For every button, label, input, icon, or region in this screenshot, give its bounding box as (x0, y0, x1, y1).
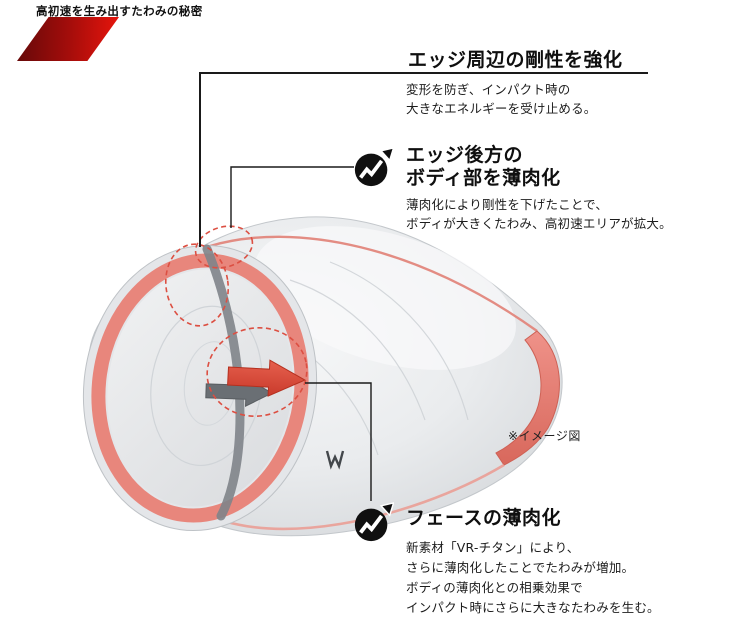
callout-edge-rigidity-heading: エッジ周辺の剛性を強化 (408, 49, 623, 71)
heading-line: ボディ部を薄肉化 (406, 167, 561, 189)
section-title: 高初速を生み出すたわみの秘密 (36, 4, 203, 18)
desc-line: さらに薄肉化したことでたわみが増加。 (406, 560, 635, 575)
edge-shadow-band (202, 244, 245, 521)
callout-edge-rigidity-desc: 変形を防ぎ、インパクト時の 大きなエネルギーを受け止める。 (406, 80, 597, 118)
sole-bottom-red-line (223, 463, 505, 531)
callout-face-thinning-heading: フェースの薄肉化 (406, 507, 562, 529)
callout-body-thinning-desc: 薄肉化により剛性を下げたことで、 ボディが大きくたわみ、高初速エリアが拡大。 (406, 195, 672, 233)
red-deflection-arrow (227, 359, 307, 397)
dashed-highlight-areas (164, 225, 308, 417)
crown-highlight (254, 226, 516, 370)
callout-body-thinning-heading: エッジ後方の ボディ部を薄肉化 (406, 144, 561, 190)
desc-line: ボディが大きくたわみ、高初速エリアが拡大。 (406, 216, 672, 231)
leader-line-edge-rigidity (199, 72, 648, 247)
leader-line-face-thinning (305, 382, 372, 501)
sole-logo-mark (325, 450, 345, 470)
desc-line: ボディの薄肉化との相乗効果で (406, 580, 583, 595)
heading-line: エッジ後方の (406, 144, 524, 166)
desc-line: 薄肉化により剛性を下げたことで、 (406, 197, 609, 212)
desc-line: 新素材「VR-チタン」により、 (406, 540, 580, 555)
dashed-area-edge (194, 225, 254, 269)
face-red-rim (91, 253, 309, 523)
desc-line: 変形を防ぎ、インパクト時の (406, 82, 571, 97)
desc-line: 大きなエネルギーを受け止める。 (406, 101, 597, 116)
desc-line: インパクト時にさらに大きなたわみを生む。 (406, 600, 660, 615)
dashed-area-body (164, 243, 230, 327)
growth-arrow-icon (352, 147, 394, 189)
callout-face-thinning-desc: 新素材「VR-チタン」により、 さらに薄肉化したことでたわみが増加。 ボディの薄… (406, 538, 660, 618)
image-disclaimer-note: ※イメージ図 (508, 429, 581, 443)
club-face (82, 244, 318, 532)
growth-arrow-icon (352, 502, 394, 544)
dashed-area-face (206, 327, 308, 417)
leader-line-body-thinning (230, 166, 354, 228)
crown-edge-red-line (209, 235, 538, 332)
